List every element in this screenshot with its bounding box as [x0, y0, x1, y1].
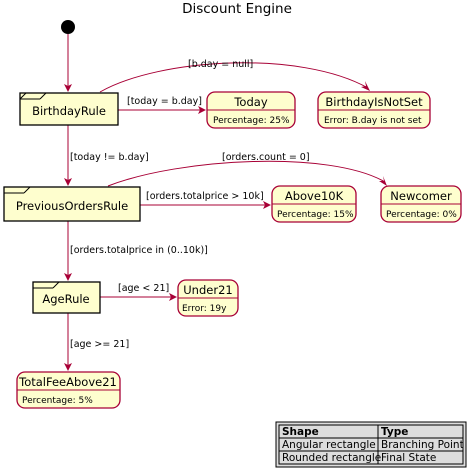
- start-node: [61, 20, 75, 34]
- state-under21-name: Under21: [183, 283, 232, 297]
- edge-birthday-to-previousorders: [64, 125, 72, 186]
- state-birthday-not-set-detail: Error: B.day is not set: [324, 116, 422, 126]
- rule-previous-orders-label: PreviousOrdersRule: [16, 199, 128, 213]
- state-above10k: Above10K Percentage: 15%: [271, 185, 357, 223]
- rule-birthday: BirthdayRule: [19, 92, 119, 126]
- edge-birthday-to-today: [118, 106, 206, 114]
- edge-previousorders-to-above10k: [140, 201, 271, 209]
- rule-birthday-label: BirthdayRule: [32, 104, 106, 118]
- edge-previousorders-to-age: [64, 221, 72, 281]
- label-bday-null: [b.day = null]: [188, 59, 253, 70]
- state-total-fee-above21-detail: Percentage: 5%: [22, 396, 93, 406]
- label-total-gt: [orders.totalprice > 10k]: [146, 191, 264, 202]
- state-above10k-name: Above10K: [285, 189, 344, 203]
- state-birthday-not-set-name: BirthdayIsNotSet: [325, 95, 423, 109]
- legend-header-shape: Shape: [282, 426, 319, 438]
- rule-previous-orders: PreviousOrdersRule: [3, 186, 141, 222]
- state-total-fee-above21: TotalFeeAbove21 Percentage: 5%: [16, 371, 121, 409]
- state-newcomer: Newcomer Percentage: 0%: [380, 185, 462, 223]
- rule-age-label: AgeRule: [42, 292, 89, 306]
- legend-row2-shape: Rounded rectangle: [282, 452, 381, 464]
- legend-row1-shape: Angular rectangle: [282, 439, 376, 451]
- label-orders-count: [orders.count = 0]: [222, 152, 310, 163]
- state-newcomer-name: Newcomer: [390, 189, 452, 203]
- state-today-name: Today: [233, 95, 267, 109]
- diagram-title: Discount Engine: [182, 1, 292, 17]
- edge-start-to-birthday: [64, 34, 72, 92]
- state-birthday-not-set: BirthdayIsNotSet Error: B.day is not set: [317, 91, 431, 129]
- state-today-detail: Percentage: 25%: [213, 116, 290, 126]
- label-today-neq: [today != b.day]: [70, 152, 149, 163]
- edge-age-to-totalfee: [64, 313, 72, 371]
- state-under21-detail: Error: 19y: [182, 304, 227, 314]
- label-age-ge: [age >= 21]: [70, 339, 129, 350]
- legend: Shape Type Angular rectangle Branching P…: [275, 421, 467, 468]
- state-total-fee-above21-name: TotalFeeAbove21: [18, 375, 117, 389]
- rule-age: AgeRule: [32, 281, 101, 314]
- edge-birthday-to-notset: [99, 62, 370, 93]
- edge-age-to-under21: [100, 293, 177, 301]
- label-today-eq: [today = b.day]: [127, 96, 202, 107]
- state-newcomer-detail: Percentage: 0%: [386, 210, 457, 220]
- state-under21: Under21 Error: 19y: [177, 279, 239, 317]
- label-total-in: [orders.totalprice in (0..10k)]: [70, 245, 208, 256]
- legend-row1-type: Branching Point: [381, 439, 464, 451]
- state-above10k-detail: Percentage: 15%: [277, 210, 354, 220]
- state-today: Today Percentage: 25%: [206, 91, 296, 129]
- legend-row2-type: Final State: [381, 452, 436, 464]
- label-age-lt: [age < 21]: [118, 283, 169, 294]
- legend-header-type: Type: [381, 426, 408, 438]
- edge-previousorders-to-newcomer: [107, 160, 387, 187]
